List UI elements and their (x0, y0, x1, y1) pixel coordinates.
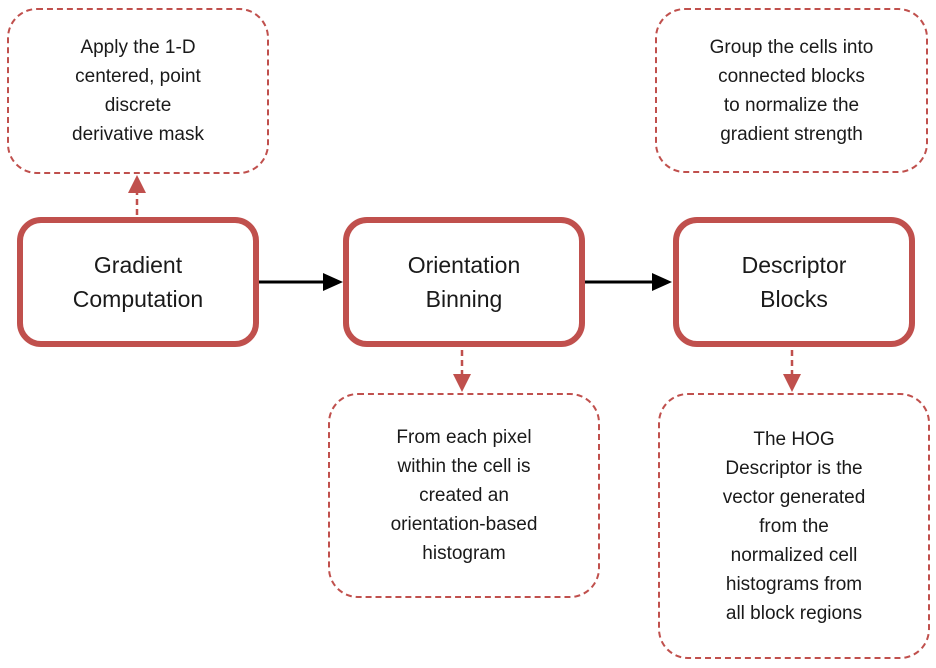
note-line: all block regions (725, 602, 863, 624)
note-arrow-orientation-down (453, 350, 471, 392)
note-line: discrete (104, 95, 172, 116)
note-arrow-descriptor-down (783, 350, 801, 392)
note-line: histograms from (725, 573, 863, 595)
note-line: derivative mask (72, 124, 204, 145)
flow-arrow-orientation-to-descriptor (585, 273, 672, 291)
note-line: Group the cells into (709, 36, 874, 58)
note-box-orientation-histogram: From each pixel within the cell is creat… (328, 393, 600, 598)
process-label-line: Descriptor (741, 252, 847, 278)
process-label-line: Computation (72, 286, 204, 312)
note-arrow-gradient-up (128, 175, 146, 215)
process-box-descriptor-blocks: Descriptor Blocks (673, 217, 915, 347)
process-box-orientation-binning: Orientation Binning (343, 217, 585, 347)
note-line: From each pixel (396, 427, 532, 448)
note-line: from the (759, 515, 829, 537)
process-label-line: Binning (425, 286, 503, 312)
note-line: vector generated (722, 486, 866, 508)
note-line: Descriptor is the (725, 457, 863, 479)
note-box-group-cells: Group the cells into connected blocks to… (655, 8, 928, 173)
process-label-line: Gradient (93, 252, 183, 278)
note-line: to normalize the (723, 94, 860, 116)
note-line: centered, point (75, 66, 201, 87)
note-line: connected blocks (718, 65, 865, 87)
note-line: histogram (422, 543, 506, 564)
process-box-gradient-computation: Gradient Computation (17, 217, 259, 347)
note-line: The HOG (753, 428, 835, 450)
process-label-line: Orientation (407, 252, 521, 278)
flow-arrow-gradient-to-orientation (257, 273, 343, 291)
note-line: gradient strength (720, 123, 863, 145)
note-line: within the cell is (397, 456, 531, 477)
note-box-derivative-mask: Apply the 1-D centered, point discrete d… (7, 8, 269, 174)
note-line: created an (419, 485, 509, 506)
note-line: normalized cell (730, 544, 858, 566)
note-box-hog-descriptor: The HOG Descriptor is the vector generat… (658, 393, 930, 659)
note-line: orientation-based (390, 514, 538, 535)
note-line: Apply the 1-D (80, 37, 196, 58)
process-label-line: Blocks (760, 286, 828, 312)
